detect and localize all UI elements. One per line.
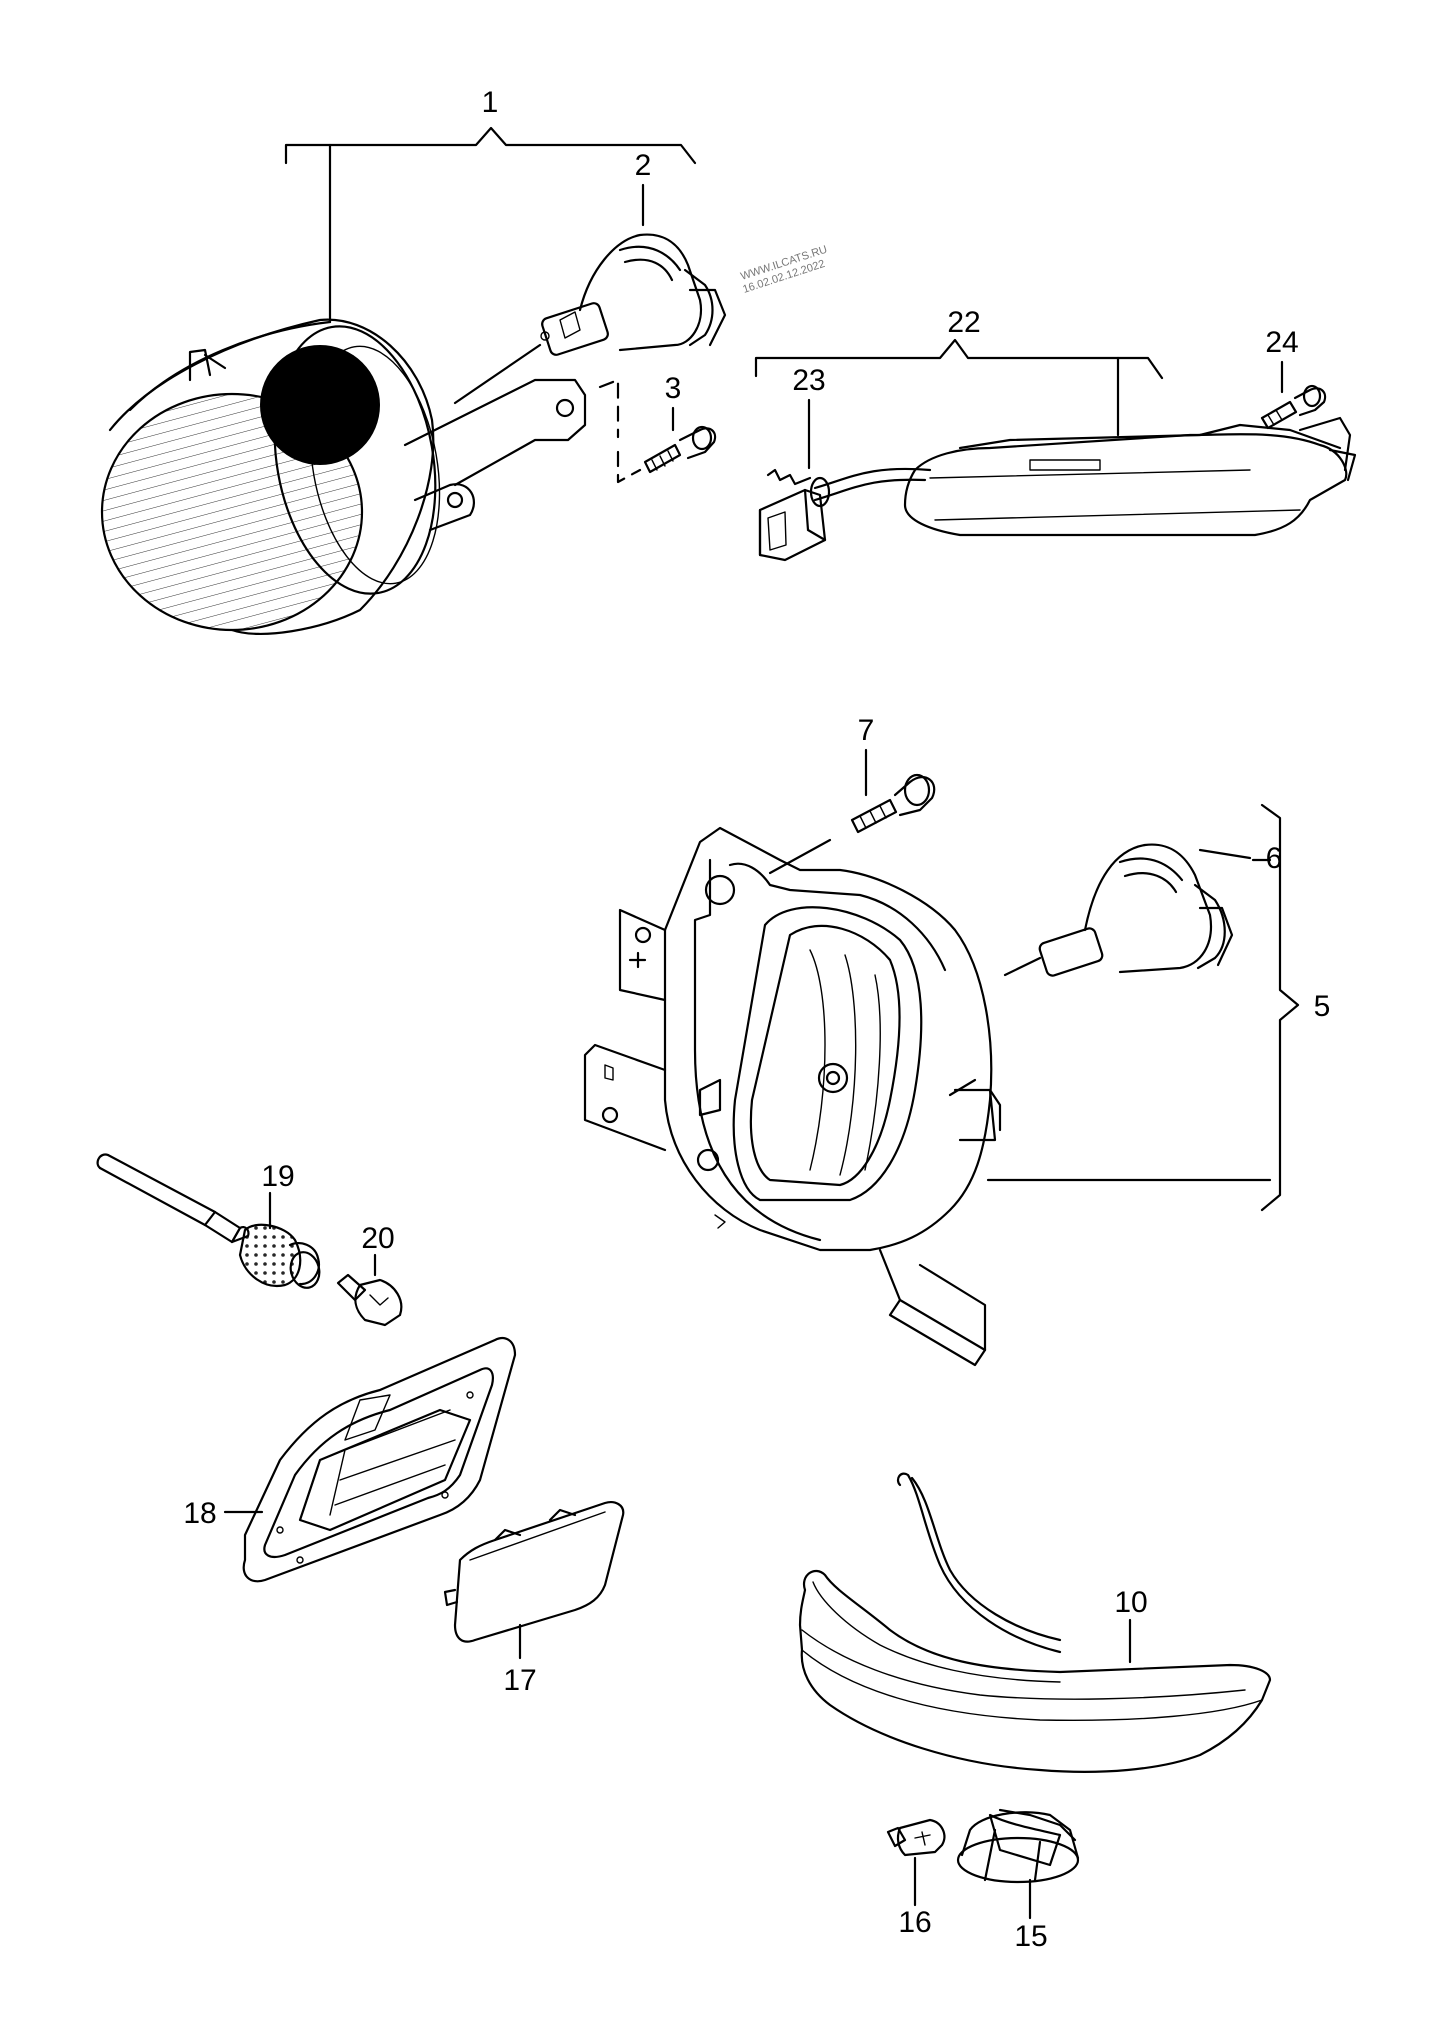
callout-6[interactable]: 6 <box>1266 842 1283 875</box>
callout-16[interactable]: 16 <box>898 1906 931 1939</box>
callout-3[interactable]: 3 <box>665 372 682 405</box>
callout-22[interactable]: 22 <box>947 306 980 339</box>
bulb-6[interactable] <box>1003 843 1252 978</box>
callout-1[interactable]: 1 <box>482 86 499 119</box>
side-marker-light[interactable] <box>754 338 1357 562</box>
callout-10[interactable]: 10 <box>1114 1586 1147 1619</box>
screw-3[interactable] <box>643 425 717 474</box>
callout-17[interactable]: 17 <box>503 1664 536 1697</box>
mirror-turn-signal[interactable] <box>798 1472 1272 1773</box>
callout-15[interactable]: 15 <box>1014 1920 1047 1953</box>
callout-23[interactable]: 23 <box>792 364 825 397</box>
callout-2[interactable]: 2 <box>635 149 652 182</box>
callout-18[interactable]: 18 <box>183 1497 216 1530</box>
callout-labels: 1 2 3 5 6 7 10 15 16 17 18 19 20 22 23 2… <box>183 86 1330 1953</box>
screw-7[interactable] <box>768 773 936 875</box>
screw-24[interactable] <box>1260 384 1327 430</box>
lens-cover[interactable] <box>443 1501 625 1660</box>
watermark: WWW.ILCATS.RU 16.02.02.12.2022 <box>739 244 829 296</box>
bulb-16[interactable] <box>886 1818 946 1907</box>
bulb-20[interactable] <box>336 1253 403 1327</box>
trim-frame[interactable] <box>223 1337 517 1583</box>
callout-5[interactable]: 5 <box>1314 990 1331 1023</box>
marker-dot <box>260 345 380 465</box>
callout-19[interactable]: 19 <box>261 1160 294 1193</box>
socket-15[interactable] <box>956 1808 1080 1920</box>
callout-7[interactable]: 7 <box>858 714 875 747</box>
callout-20[interactable]: 20 <box>361 1222 394 1255</box>
fog-lamp-housing[interactable] <box>583 803 1300 1367</box>
fog-lamp-assembly[interactable] <box>100 126 697 636</box>
callout-24[interactable]: 24 <box>1265 326 1298 359</box>
bulb-h11[interactable] <box>453 233 727 405</box>
bulb-socket-with-wire[interactable] <box>96 1153 324 1291</box>
